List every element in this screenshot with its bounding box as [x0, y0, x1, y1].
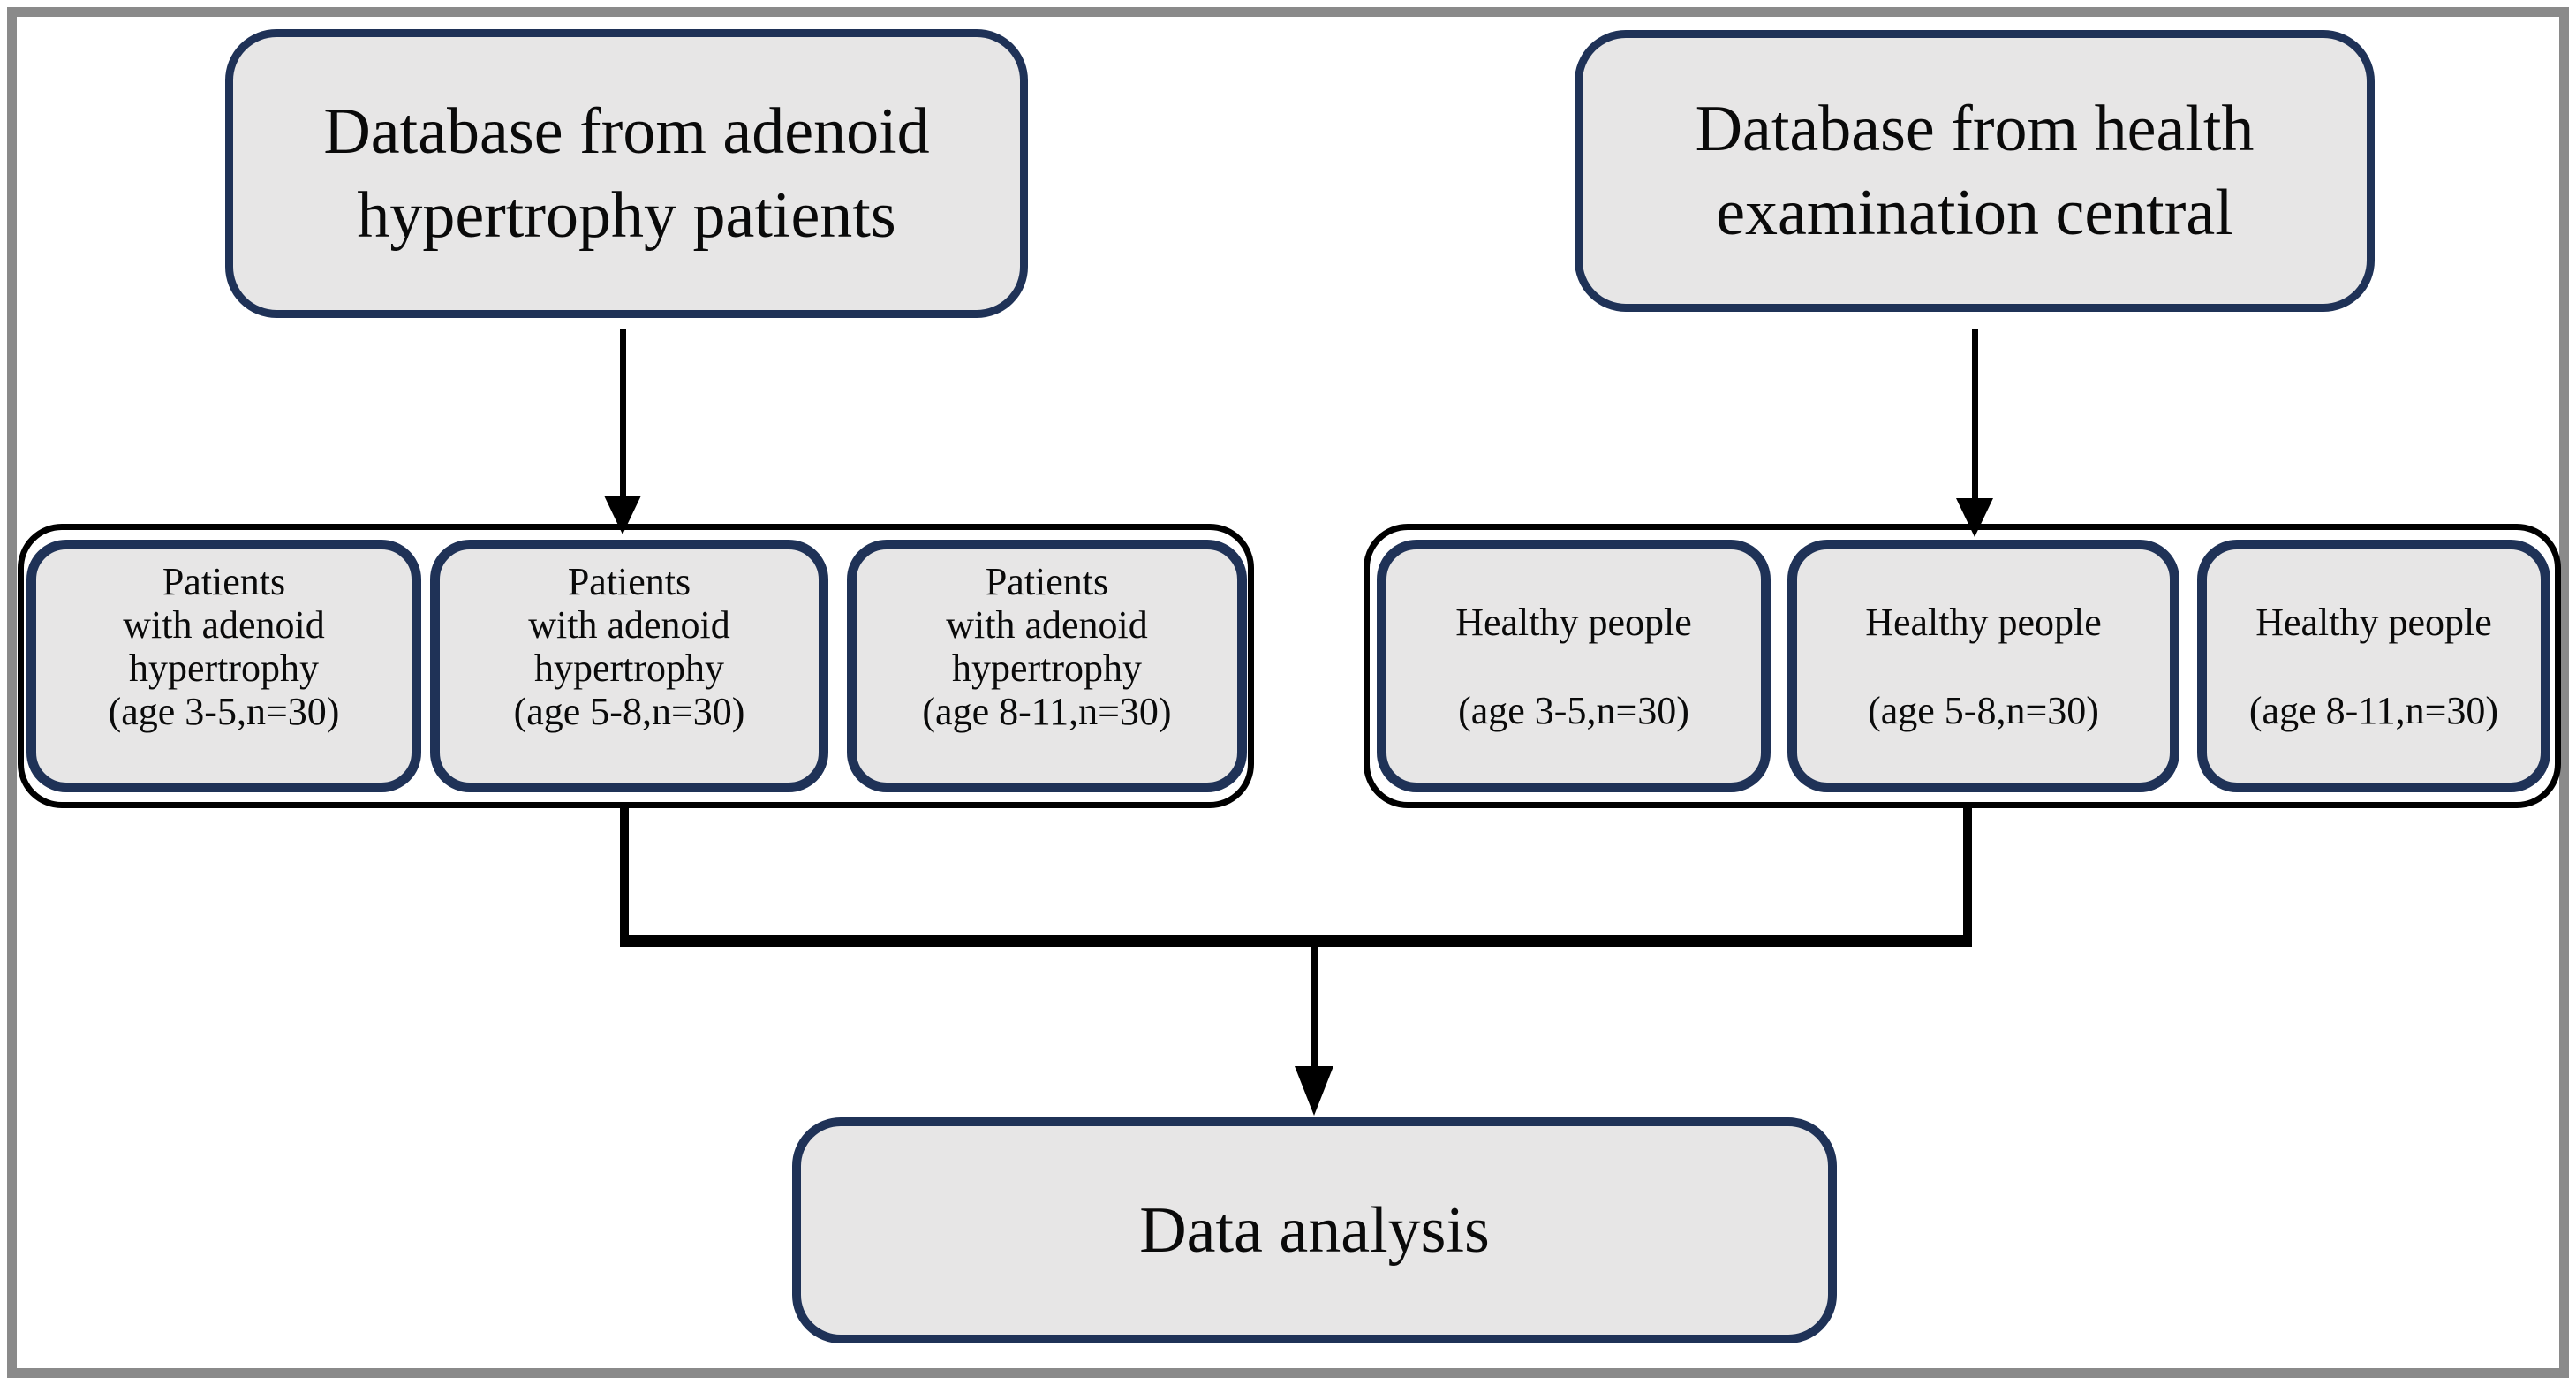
adenoid-box3-line4: (age 8-11,n=30) [922, 690, 1172, 733]
arrow-health-head-icon [1956, 498, 1993, 537]
connector-center-head-icon [1295, 1066, 1333, 1116]
adenoid-box1-line3: hypertrophy [128, 647, 320, 690]
healthy-box3-title: Healthy people [2255, 600, 2492, 644]
healthy-group-container [1364, 524, 2561, 808]
connector-right-vertical [1963, 808, 1972, 947]
database-health-line2: examination central [1716, 176, 2233, 249]
healthy-age-3-5-box: Healthy people (age 3-5,n=30) [1377, 540, 1771, 792]
database-adenoid-line2: hypertrophy patients [357, 178, 896, 252]
adenoid-box2-line1: Patients [567, 560, 691, 603]
adenoid-age-8-11-box: Patients with adenoid hypertrophy (age 8… [847, 540, 1247, 792]
arrow-health-shaft [1972, 329, 1978, 499]
adenoid-box2-line4: (age 5-8,n=30) [513, 690, 745, 733]
figure-frame [7, 7, 2569, 1378]
adenoid-age-5-8-box: Patients with adenoid hypertrophy (age 5… [430, 540, 828, 792]
database-adenoid-node: Database from adenoid hypertrophy patien… [225, 29, 1028, 318]
arrow-adenoid-shaft [620, 329, 626, 496]
adenoid-box3-line1: Patients [985, 560, 1109, 603]
adenoid-group-container [18, 524, 1254, 808]
healthy-age-8-11-box: Healthy people (age 8-11,n=30) [2197, 540, 2550, 792]
database-adenoid-line1: Database from adenoid [323, 95, 930, 168]
database-health-line1: Database from health [1695, 92, 2255, 165]
adenoid-box1-line4: (age 3-5,n=30) [108, 690, 340, 733]
data-analysis-node: Data analysis [792, 1117, 1837, 1343]
adenoid-age-3-5-box: Patients with adenoid hypertrophy (age 3… [26, 540, 421, 792]
connector-horizontal [620, 935, 1972, 947]
healthy-box3-detail: (age 8-11,n=30) [2248, 688, 2499, 732]
healthy-box1-title: Healthy people [1455, 600, 1692, 644]
adenoid-box2-line2: with adenoid [528, 603, 730, 647]
healthy-box1-detail: (age 3-5,n=30) [1458, 688, 1689, 732]
healthy-box2-title: Healthy people [1865, 600, 2102, 644]
healthy-age-5-8-box: Healthy people (age 5-8,n=30) [1787, 540, 2179, 792]
database-health-node: Database from health examination central [1575, 30, 2375, 312]
healthy-box2-detail: (age 5-8,n=30) [1868, 688, 2099, 732]
connector-center-shaft [1311, 947, 1318, 1067]
connector-left-vertical [620, 808, 629, 947]
adenoid-box2-line3: hypertrophy [533, 647, 725, 690]
adenoid-box3-line2: with adenoid [946, 603, 1148, 647]
adenoid-box3-line3: hypertrophy [951, 647, 1143, 690]
data-analysis-label: Data analysis [1139, 1193, 1490, 1267]
adenoid-box1-line2: with adenoid [123, 603, 325, 647]
adenoid-box1-line1: Patients [162, 560, 286, 603]
